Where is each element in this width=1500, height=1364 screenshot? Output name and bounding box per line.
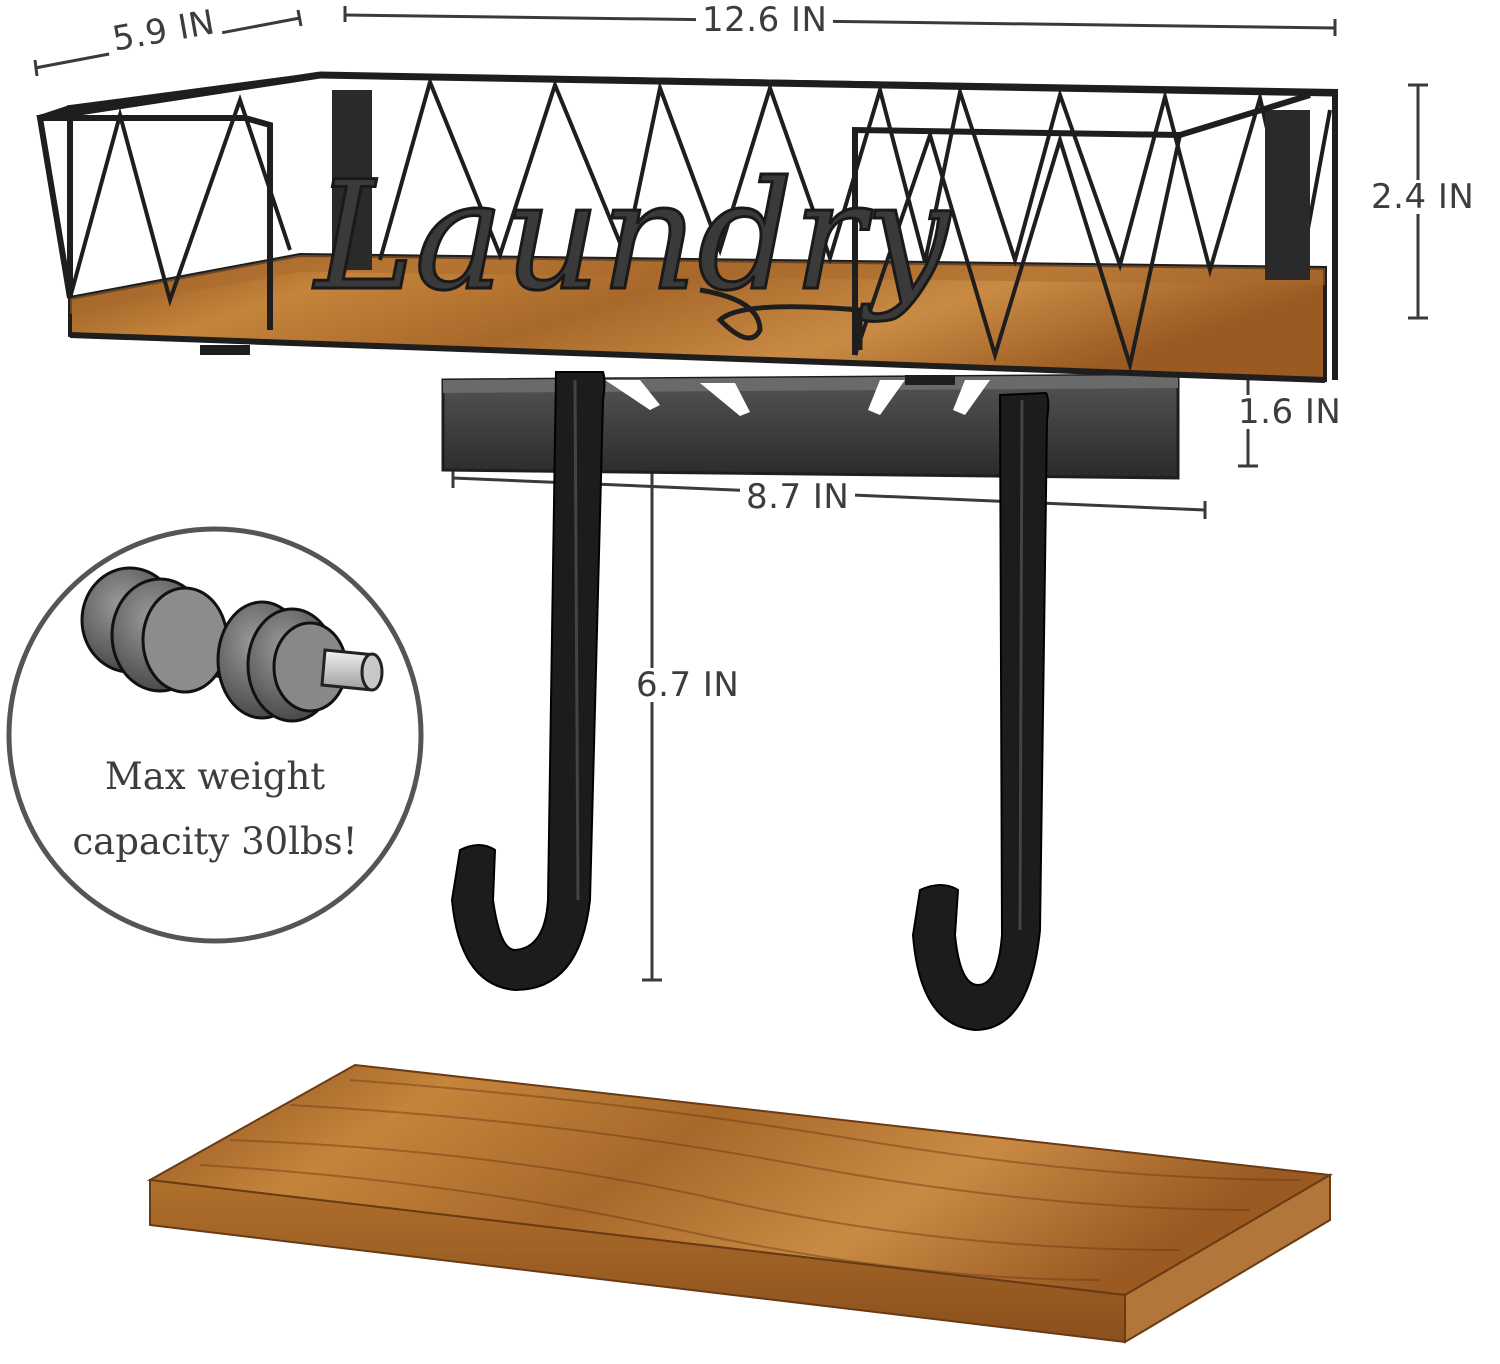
hook-right [911,391,1050,1032]
width-dimension-line [344,13,1336,30]
badge-line-2: capacity 30lbs! [72,820,358,863]
hook-left [450,371,606,992]
laundry-sign-text: Laundry [312,150,952,324]
weight-capacity-badge [6,526,424,944]
wire-basket [36,71,1338,385]
wood-shelf-board [146,1063,1334,1344]
width-label: 12.6 IN [696,3,834,37]
basket-height-label: 2.4 IN [1365,180,1481,214]
hanging-bracket [441,373,1180,480]
bracket-width-label: 8.7 IN [740,480,856,514]
hook-length-label: 6.7 IN [630,668,746,702]
laundry-sign: Laundry [311,149,953,350]
bracket-height-label: 1.6 IN [1232,395,1348,429]
dumbbell-icon [80,566,384,723]
badge-line-1: Max weight [104,755,326,798]
